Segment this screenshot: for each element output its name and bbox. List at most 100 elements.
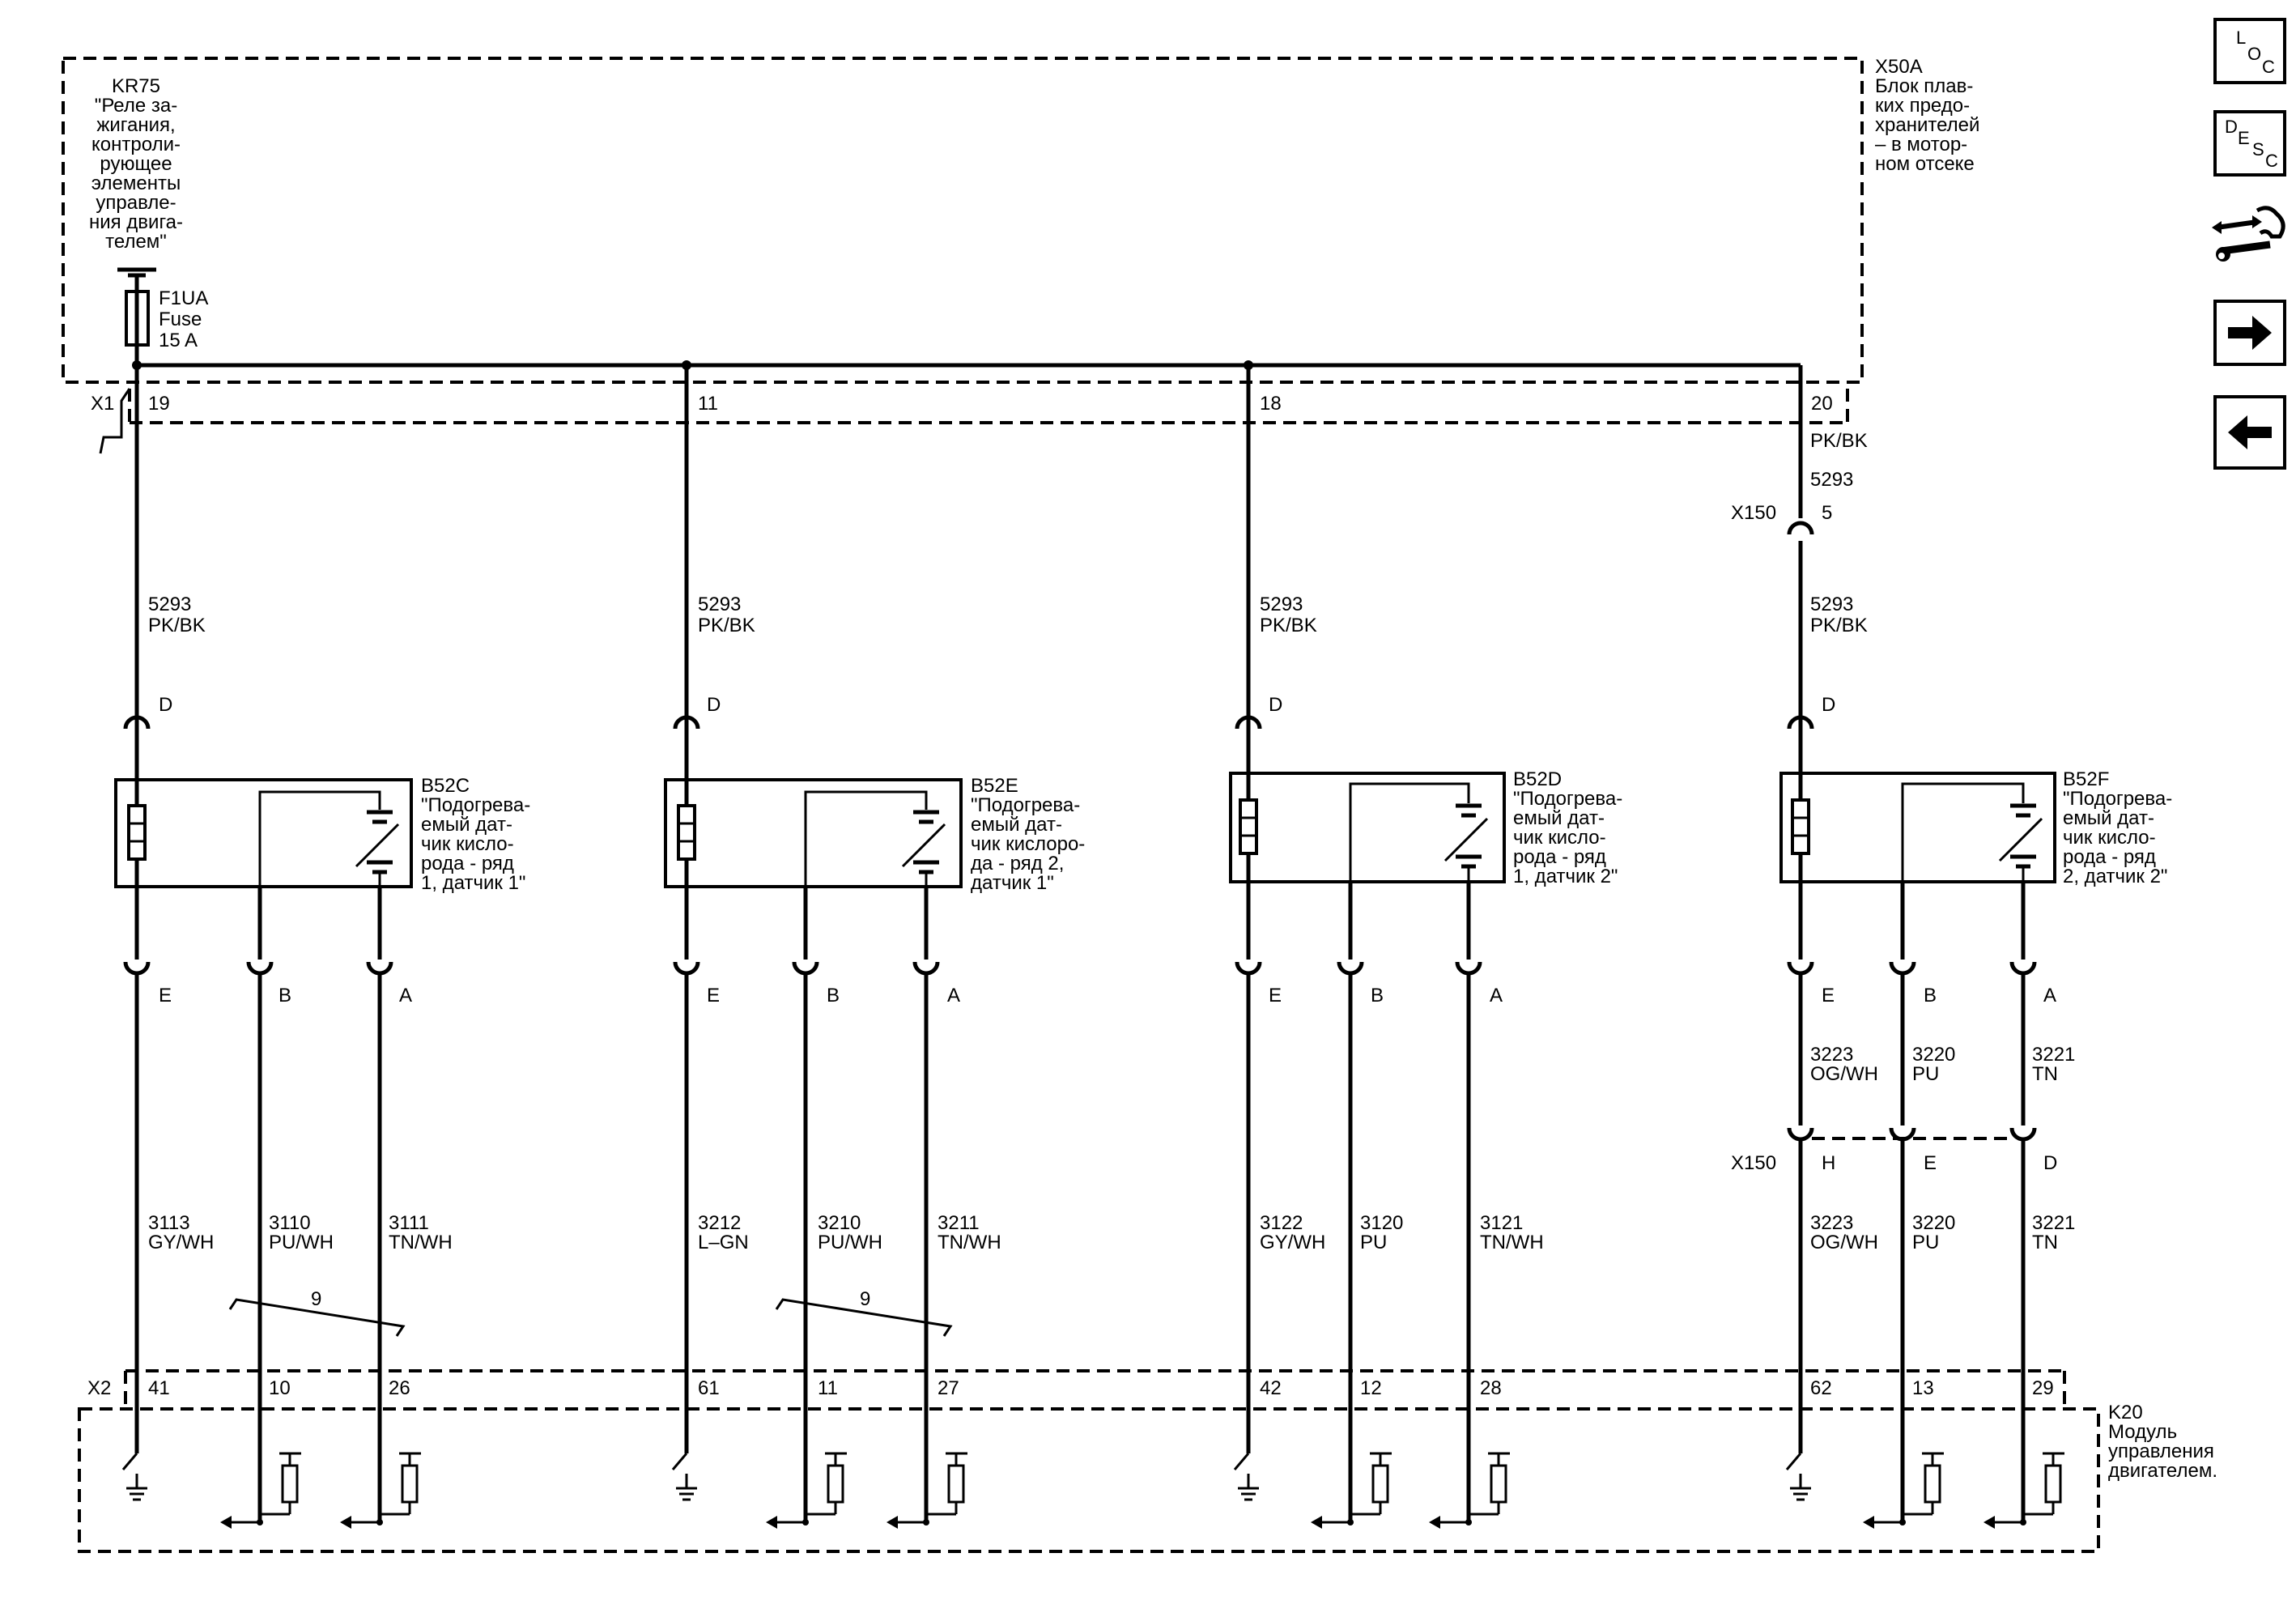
connector-a-icon [366, 961, 393, 976]
wire-circuit: 3113 [148, 1212, 190, 1234]
relay-line2: жигания, [96, 114, 175, 136]
wire-color: PU [1912, 1063, 1939, 1085]
inline-connector-icon [99, 388, 131, 454]
connector-d-icon [123, 715, 151, 730]
sensor-b52d-box [1229, 772, 1506, 883]
wire-color: TN [2032, 1232, 2058, 1253]
connector-e-icon [123, 961, 151, 976]
fuse-block-id: X50A [1875, 56, 1923, 78]
connector-e-icon [1787, 961, 1814, 976]
resistor-icon [1903, 1452, 1944, 1516]
pin-label: D [1269, 694, 1282, 716]
module-internal-circuits [121, 1452, 2064, 1529]
loc-letter: C [2262, 57, 2275, 77]
pin-label: B [1371, 985, 1384, 1006]
wire-color: PU [1360, 1232, 1387, 1253]
sensor-line2: емый дат- [421, 814, 512, 836]
fuse-id: F1UA [159, 287, 208, 309]
pin-label: A [399, 985, 412, 1006]
location-button[interactable]: L O C [2213, 18, 2286, 84]
wire-color: PK/BK [698, 615, 755, 636]
wire-color: PU/WH [269, 1232, 334, 1253]
twisted-pair-icon: 9 [228, 1288, 406, 1337]
arrow-left-icon [2228, 415, 2272, 449]
pin-label: E [707, 985, 720, 1006]
sensor-b52e-box [664, 778, 963, 888]
k20-pin: 61 [698, 1377, 720, 1399]
heater-element-icon [1791, 798, 1810, 855]
sensor-line2: емый дат- [2063, 807, 2154, 829]
sensor-id: B52C [421, 775, 470, 797]
wire-color: OG/WH [1810, 1063, 1878, 1085]
wire-color: TN/WH [938, 1232, 1001, 1253]
sensor-line5: 1, датчик 1" [421, 872, 525, 894]
oxygen-cell-icon [1349, 782, 1489, 882]
sensor-line4: рода - ряд [421, 853, 514, 874]
wire-circuit: 3121 [1480, 1212, 1523, 1234]
k20-pin: 13 [1912, 1377, 1934, 1399]
k20-pin: 28 [1480, 1377, 1502, 1399]
k20-pin: 29 [2032, 1377, 2054, 1399]
wire-color: PU/WH [818, 1232, 882, 1253]
pin-label: B [827, 985, 840, 1006]
sensor-line1: "Подогрева- [1513, 788, 1622, 810]
module-line1: Модуль [2108, 1421, 2177, 1443]
connector-b-icon [1889, 961, 1916, 976]
wire-color: GY/WH [148, 1232, 214, 1253]
sensor-line5: 1, датчик 2" [1513, 866, 1618, 887]
pin-label: E [1924, 1152, 1937, 1174]
connector-a-icon [1455, 961, 1482, 976]
pin-label: E [1822, 985, 1835, 1006]
module-line2: управления [2108, 1440, 2214, 1462]
sensor-line2: емый дат- [1513, 807, 1605, 829]
heater-element-icon [677, 804, 696, 861]
wire-circuit: 5293 [698, 594, 741, 615]
desc-letter: E [2238, 128, 2250, 148]
arrow-left-button[interactable] [2213, 395, 2286, 470]
relay-line5: элементы [91, 172, 181, 194]
connector-wrench-icon[interactable] [2210, 199, 2291, 280]
wire-circuit: 3120 [1360, 1212, 1403, 1234]
connector-b-icon [1337, 961, 1364, 976]
fuse-block-label-line5: ном отсеке [1875, 153, 1975, 175]
wire-circuit: 5293 [1810, 594, 1853, 615]
relay-line3: контроли- [91, 134, 181, 155]
arrow-right-icon [2228, 316, 2272, 350]
wire-circuit: 3122 [1260, 1212, 1303, 1234]
arrow-right-button[interactable] [2213, 300, 2286, 366]
wire-color: PU [1912, 1232, 1939, 1253]
wire-color: PK/BK [148, 615, 206, 636]
resistor-icon [806, 1452, 847, 1516]
fuse-block-label-line4: – в мотор- [1875, 134, 1967, 155]
relay-contact-icon [117, 267, 156, 291]
wire-circuit: 3212 [698, 1212, 741, 1234]
wire-circuit: 3110 [269, 1212, 311, 1234]
fuse-rating: 15 A [159, 330, 198, 351]
k20-module-outline [78, 1407, 2100, 1553]
x1-pin-18: 18 [1260, 393, 1282, 415]
resistor-icon [260, 1452, 301, 1516]
sensor-id: B52D [1513, 768, 1562, 790]
sensor-line1: "Подогрева- [421, 794, 530, 816]
relay-label: KR75 "Реле за- жигания, контроли- рующее… [89, 75, 183, 253]
wire-circuit: 3111 [389, 1212, 429, 1234]
k20-pin: 62 [1810, 1377, 1832, 1399]
description-button[interactable]: D E S C [2213, 110, 2286, 177]
desc-letter: D [2225, 117, 2238, 137]
sensor-line3: чик кисло- [2063, 827, 2156, 849]
k20-pin: 12 [1360, 1377, 1382, 1399]
pin-label: A [2043, 985, 2056, 1006]
pin-label: D [707, 694, 721, 716]
wire-circuit: 3221 [2032, 1212, 2075, 1234]
fuse-block-outline [62, 57, 1864, 384]
connector-d-icon [1787, 715, 1814, 730]
ground-icon [676, 1474, 697, 1501]
wire-color: TN/WH [389, 1232, 453, 1253]
inline-connector-icon [1787, 1127, 1814, 1142]
sensor-line2: емый дат- [971, 814, 1062, 836]
pin-label: D [159, 694, 172, 716]
wire-circuit: 5293 [148, 594, 191, 615]
loc-letter: O [2247, 44, 2262, 64]
connector-d-icon [673, 715, 700, 730]
sensor-b52f-box [1779, 772, 2056, 883]
